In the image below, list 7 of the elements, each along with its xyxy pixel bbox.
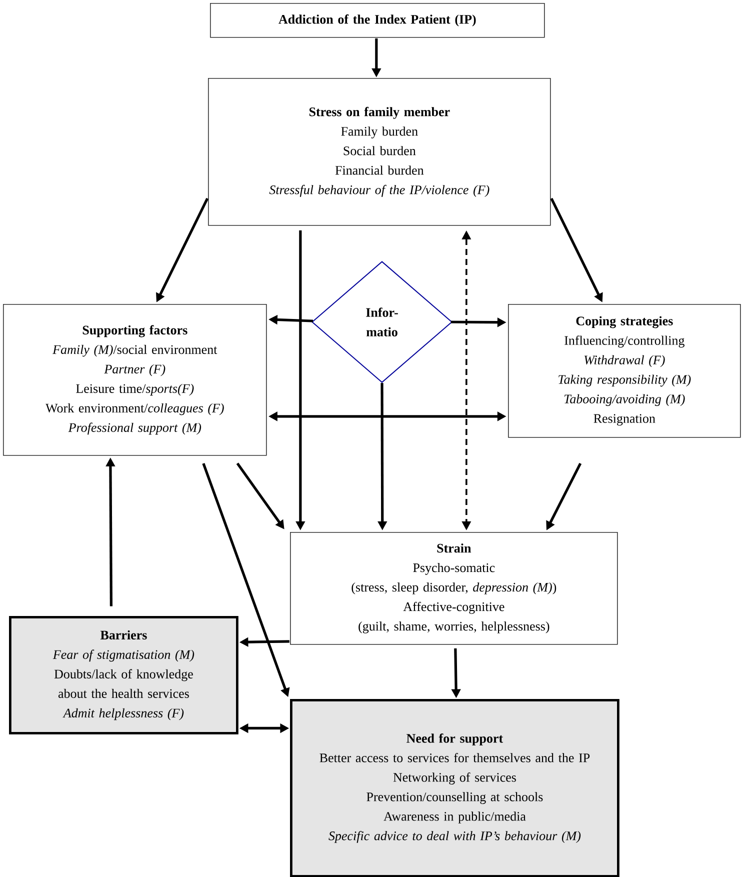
concept-box: Strain Psycho-somatic (stress, sleep disorder, depression (M)) Affective-cognitive (guilt, shame, worries, helplessness) [290, 532, 618, 645]
concept-box: Stress on family member Family burden Social burden Financial burden Stressful behaviour of the IP/violence (F) [208, 78, 551, 226]
hatched-box: Need for support Better access to services for themselves and the IP Networking of services Prevention/counselling at schools Awareness in public/media Specific advice to deal with IP’s behaviour (M) [290, 699, 620, 877]
title-box: Addiction of the Index Patient (IP) [210, 3, 545, 38]
concept-box: Supporting factors Family (M)/social environment Partner (F) Leisure time/sports(F) Work environment/colleagues (F) Professional support (M) [3, 304, 267, 456]
hatched-box: Barriers Fear of stigmatisation (M) Doubts/lack of knowledge about the health services Admit helplessness (F) [9, 616, 238, 734]
concept-box: Coping strategies Influencing/controlling Withdrawal (F) Taking responsibility (M) Tabooing/avoiding (M) Resignation [508, 304, 741, 438]
